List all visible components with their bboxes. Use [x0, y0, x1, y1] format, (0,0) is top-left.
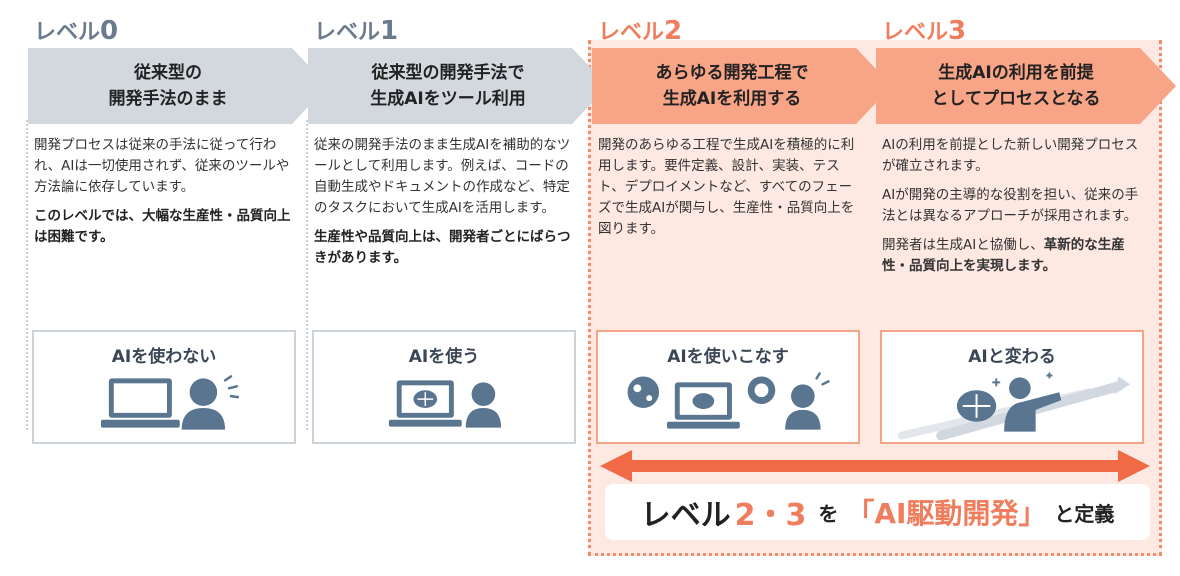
level-2-chevron: あらゆる開発工程で 生成AIを利用する	[592, 48, 892, 124]
level-3-header: 生成AIの利用を前提 としてプロセスとなる	[931, 63, 1101, 109]
level-0-description: 開発プロセスは従来の手法に従って行われ、AIは一切使用されず、従来のツールや方法…	[34, 137, 291, 245]
level-0-chevron: 従来型の 開発手法のまま	[28, 48, 328, 124]
laptop-person-icon	[100, 375, 240, 430]
level-1-description: 従来の開発手法のまま生成AIを補助的なツールとして利用します。例えば、コードの自…	[314, 137, 571, 266]
double-arrow-icon	[600, 450, 1150, 482]
level-0-usage-label: AIを使わない	[111, 347, 217, 367]
level-1-usage-box: AIを使う	[312, 330, 576, 444]
level-0-usage-box: AIを使わない	[32, 330, 296, 444]
level-2-usage-box: AIを使いこなす	[596, 330, 860, 444]
level-3-title: レベル3	[882, 16, 967, 46]
level-1-column: レベル1 従来型の開発手法で 生成AIをツール利用 従来の開発手法のまま生成AI…	[308, 0, 608, 460]
level-3-usage-label: AIと変わる	[968, 347, 1056, 367]
ai-driven-definition: レベル 2・3 を 「AI駆動開発」 と定義	[605, 484, 1150, 540]
level-2-title: レベル2	[598, 16, 683, 46]
brain-person-growth-icon	[897, 372, 1131, 440]
level-3-description: AIの利用を前提とした新しい開発プロセスが確立されます。 AIが開発の主導的な役…	[882, 137, 1139, 274]
level-2-description: 開発のあらゆる工程で生成AIを積極的に利用します。要件定義、設計、実装、テスト、…	[598, 137, 855, 237]
level-2-header: あらゆる開発工程で 生成AIを利用する	[655, 63, 809, 109]
level-1-header: 従来型の開発手法で 生成AIをツール利用	[370, 63, 526, 109]
level-3-column: レベル3 生成AIの利用を前提 としてプロセスとなる AIの利用を前提とした新し…	[876, 0, 1176, 460]
level-1-title: レベル1	[314, 16, 399, 46]
level-2-usage-label: AIを使いこなす	[667, 347, 789, 367]
laptop-brain-person-icon	[388, 380, 502, 428]
level-0-header: 従来型の 開発手法のまま	[108, 63, 228, 109]
level-3-usage-box: AIと変わる	[880, 330, 1144, 444]
level-0-title: レベル0	[34, 16, 119, 46]
level-1-chevron: 従来型の開発手法で 生成AIをツール利用	[308, 48, 608, 124]
level-0-column: レベル0 従来型の 開発手法のまま 開発プロセスは従来の手法に従って行われ、AI…	[28, 0, 328, 460]
level-1-usage-label: AIを使う	[408, 347, 480, 367]
level-3-chevron: 生成AIの利用を前提 としてプロセスとなる	[876, 48, 1176, 124]
level-2-column: レベル2 あらゆる開発工程で 生成AIを利用する 開発のあらゆる工程で生成AIを…	[592, 0, 892, 460]
column-divider	[306, 120, 308, 430]
gears-laptop-award-person-icon	[627, 372, 830, 430]
column-divider	[26, 120, 28, 430]
